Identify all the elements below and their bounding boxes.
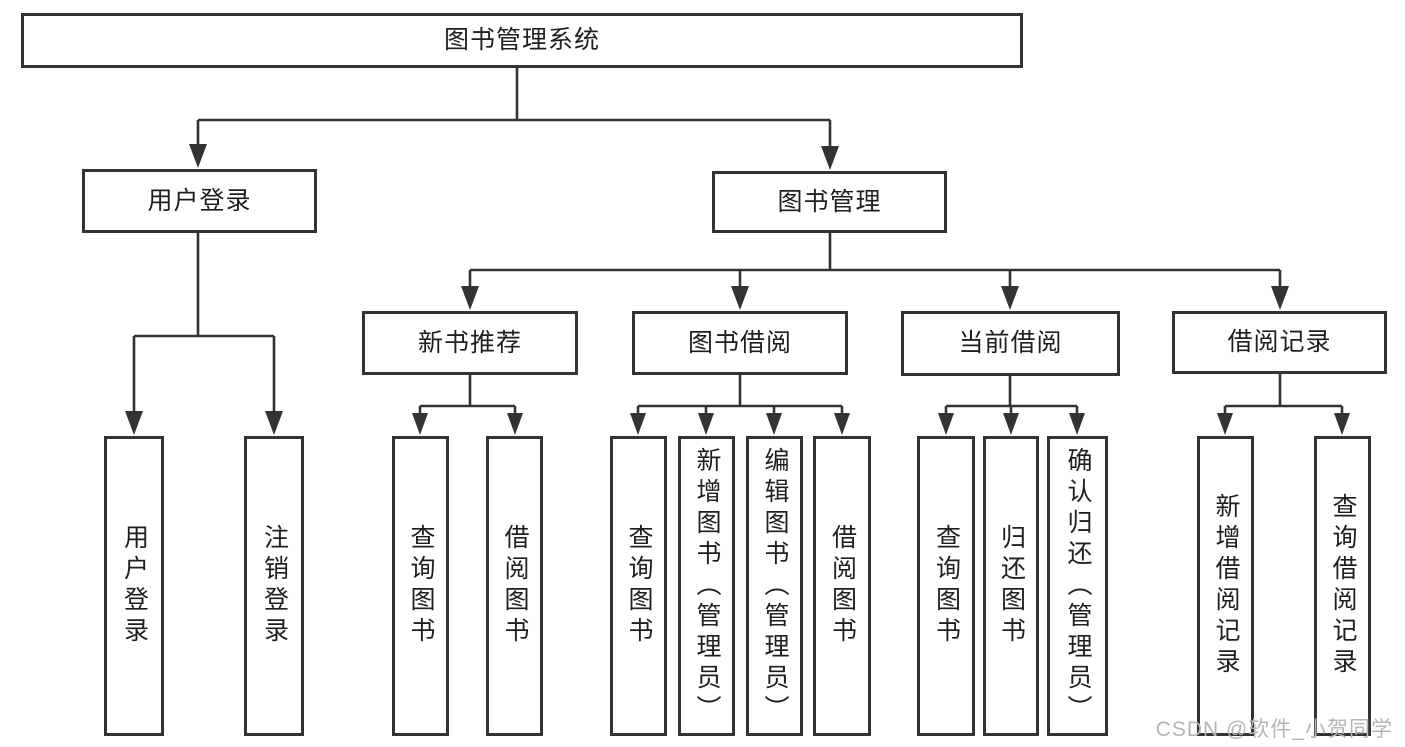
connector-currentborrow-to-leaves xyxy=(938,376,1085,435)
node-label: 借阅记录 xyxy=(1227,328,1332,356)
leaf-borrow-edit-books-admin: 编辑图书（管理员） xyxy=(746,436,803,736)
node-label: 新增图书（管理员） xyxy=(693,446,721,726)
leaf-current-query-books: 查询图书 xyxy=(917,436,975,736)
node-borrow-records: 借阅记录 xyxy=(1172,311,1387,374)
node-label: 查询图书 xyxy=(407,524,435,648)
node-label: 当前借阅 xyxy=(958,329,1063,357)
leaf-current-confirm-return-admin: 确认归还（管理员） xyxy=(1047,436,1108,736)
connector-bookmgmt-to-level3 xyxy=(461,233,1289,310)
node-label: 图书借阅 xyxy=(687,328,792,357)
leaf-records-query-borrow-record: 查询借阅记录 xyxy=(1314,436,1371,736)
connector-userlogin-to-leaves xyxy=(125,233,283,435)
node-label: 图书管理 xyxy=(777,187,882,216)
leaf-borrow-query-books: 查询图书 xyxy=(610,436,667,736)
leaf-logout: 注销登录 xyxy=(244,436,304,736)
leaf-newbooks-borrow-books: 借阅图书 xyxy=(486,436,543,736)
node-label: 查询借阅记录 xyxy=(1329,493,1357,679)
node-label: 用户登录 xyxy=(147,186,252,215)
node-label: 确认归还（管理员） xyxy=(1064,446,1092,726)
node-label: 借阅图书 xyxy=(501,524,529,648)
node-label: 查询图书 xyxy=(932,524,961,648)
connector-newbooks-to-leaves xyxy=(412,375,523,435)
node-label: 编辑图书（管理员） xyxy=(761,446,789,726)
leaf-borrow-borrow-books: 借阅图书 xyxy=(813,436,871,736)
node-label: 注销登录 xyxy=(260,524,289,648)
node-label: 新书推荐 xyxy=(417,328,522,357)
node-book-management: 图书管理 xyxy=(712,171,947,233)
connector-borrowrecords-to-leaves xyxy=(1217,374,1350,435)
leaf-current-return-books: 归还图书 xyxy=(983,436,1039,736)
node-label: 用户登录 xyxy=(120,524,149,648)
node-user-login: 用户登录 xyxy=(82,169,317,233)
node-label: 借阅图书 xyxy=(828,524,857,648)
leaf-newbooks-query-books: 查询图书 xyxy=(392,436,449,736)
node-book-borrowing: 图书借阅 xyxy=(632,311,848,375)
node-label: 查询图书 xyxy=(625,524,653,648)
leaf-user-login: 用户登录 xyxy=(104,436,164,736)
node-new-book-recommend: 新书推荐 xyxy=(362,311,578,375)
node-current-borrowing: 当前借阅 xyxy=(901,311,1120,376)
connector-root-to-level2 xyxy=(189,68,839,170)
node-library-management-system: 图书管理系统 xyxy=(21,13,1023,68)
csdn-watermark: CSDN @软件_小贺同学 xyxy=(1155,718,1393,741)
connector-bookborrow-to-leaves xyxy=(630,375,850,435)
node-label: 新增借阅记录 xyxy=(1212,493,1240,679)
leaf-borrow-add-books-admin: 新增图书（管理员） xyxy=(678,436,735,736)
node-label: 归还图书 xyxy=(997,524,1026,648)
leaf-records-add-borrow-record: 新增借阅记录 xyxy=(1197,436,1254,736)
node-label: 图书管理系统 xyxy=(443,26,600,54)
